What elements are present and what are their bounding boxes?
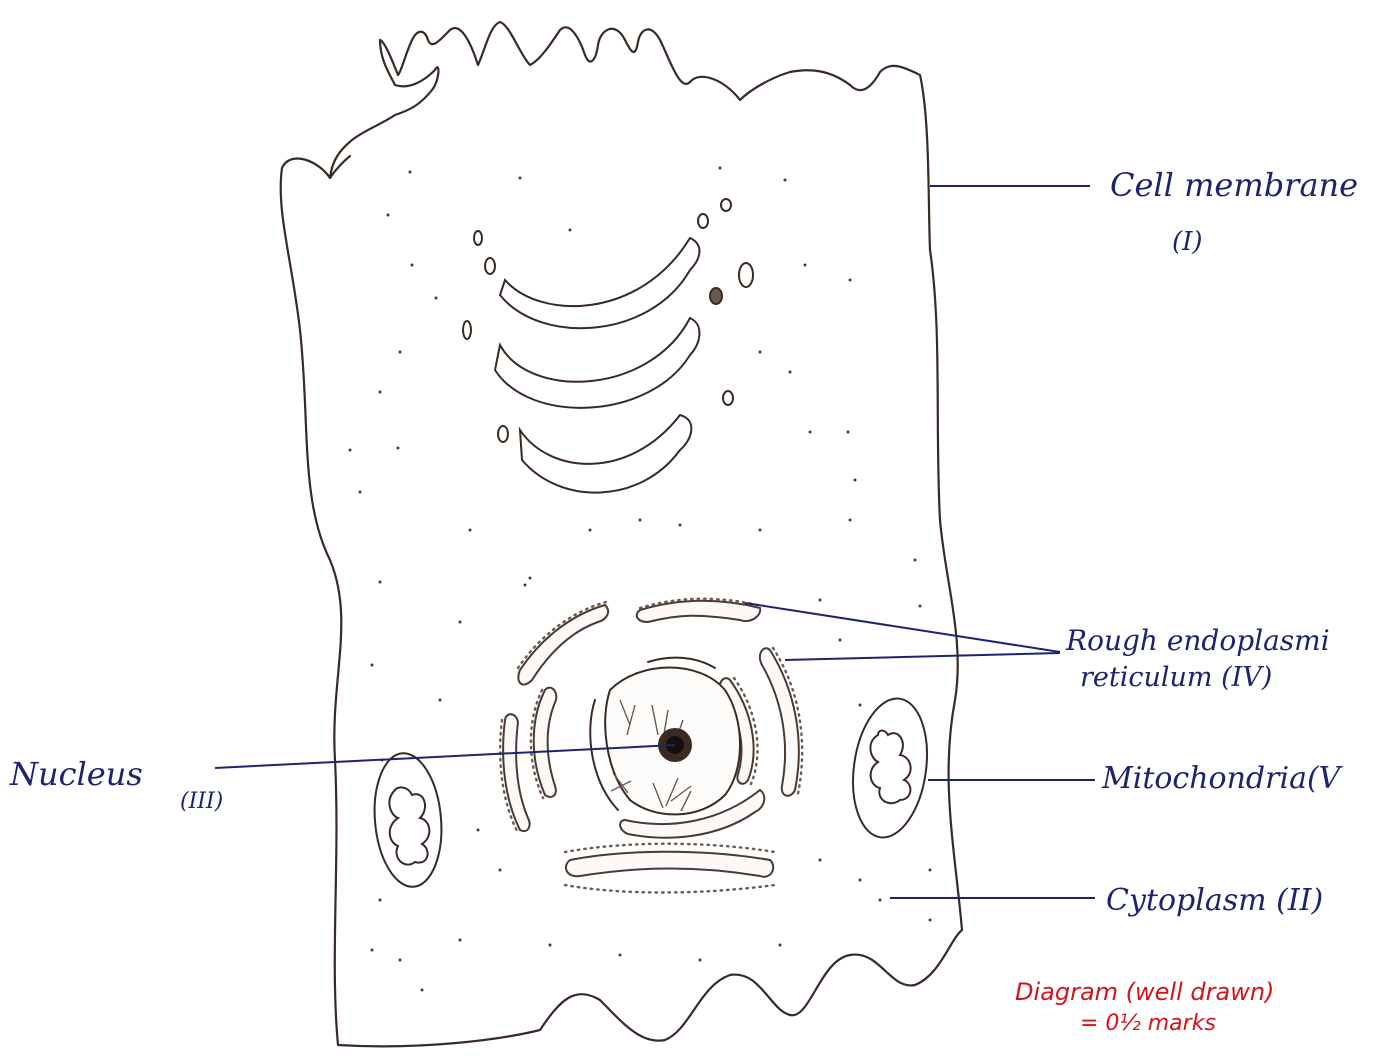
rough-er-label-line1: Rough endoplasmi (1065, 624, 1330, 657)
cell-membrane-label: Cell membrane (1110, 166, 1358, 204)
nucleus-number: (III) (180, 789, 223, 814)
nucleus (590, 658, 740, 815)
cytoplasm-label: Cytoplasm (II) (1106, 883, 1323, 918)
marking-note-line2: = 0½ marks (1080, 1011, 1216, 1036)
rough-er-leader-2 (785, 653, 1060, 660)
mitochondrion-left (369, 750, 446, 889)
mitochondria-label: Mitochondria(V (1101, 761, 1344, 796)
cell-membrane-outline (281, 22, 962, 1046)
nucleus-leader (215, 745, 675, 768)
rough-er-label-line2: reticulum (IV) (1080, 662, 1272, 693)
nucleus-label: Nucleus (9, 755, 143, 793)
mitochondrion-right (845, 694, 936, 843)
cell-membrane-number: (I) (1172, 227, 1203, 257)
marking-note-line1: Diagram (well drawn) (1015, 978, 1274, 1006)
golgi-apparatus (495, 238, 699, 493)
rough-er-leader-1 (745, 603, 1060, 652)
